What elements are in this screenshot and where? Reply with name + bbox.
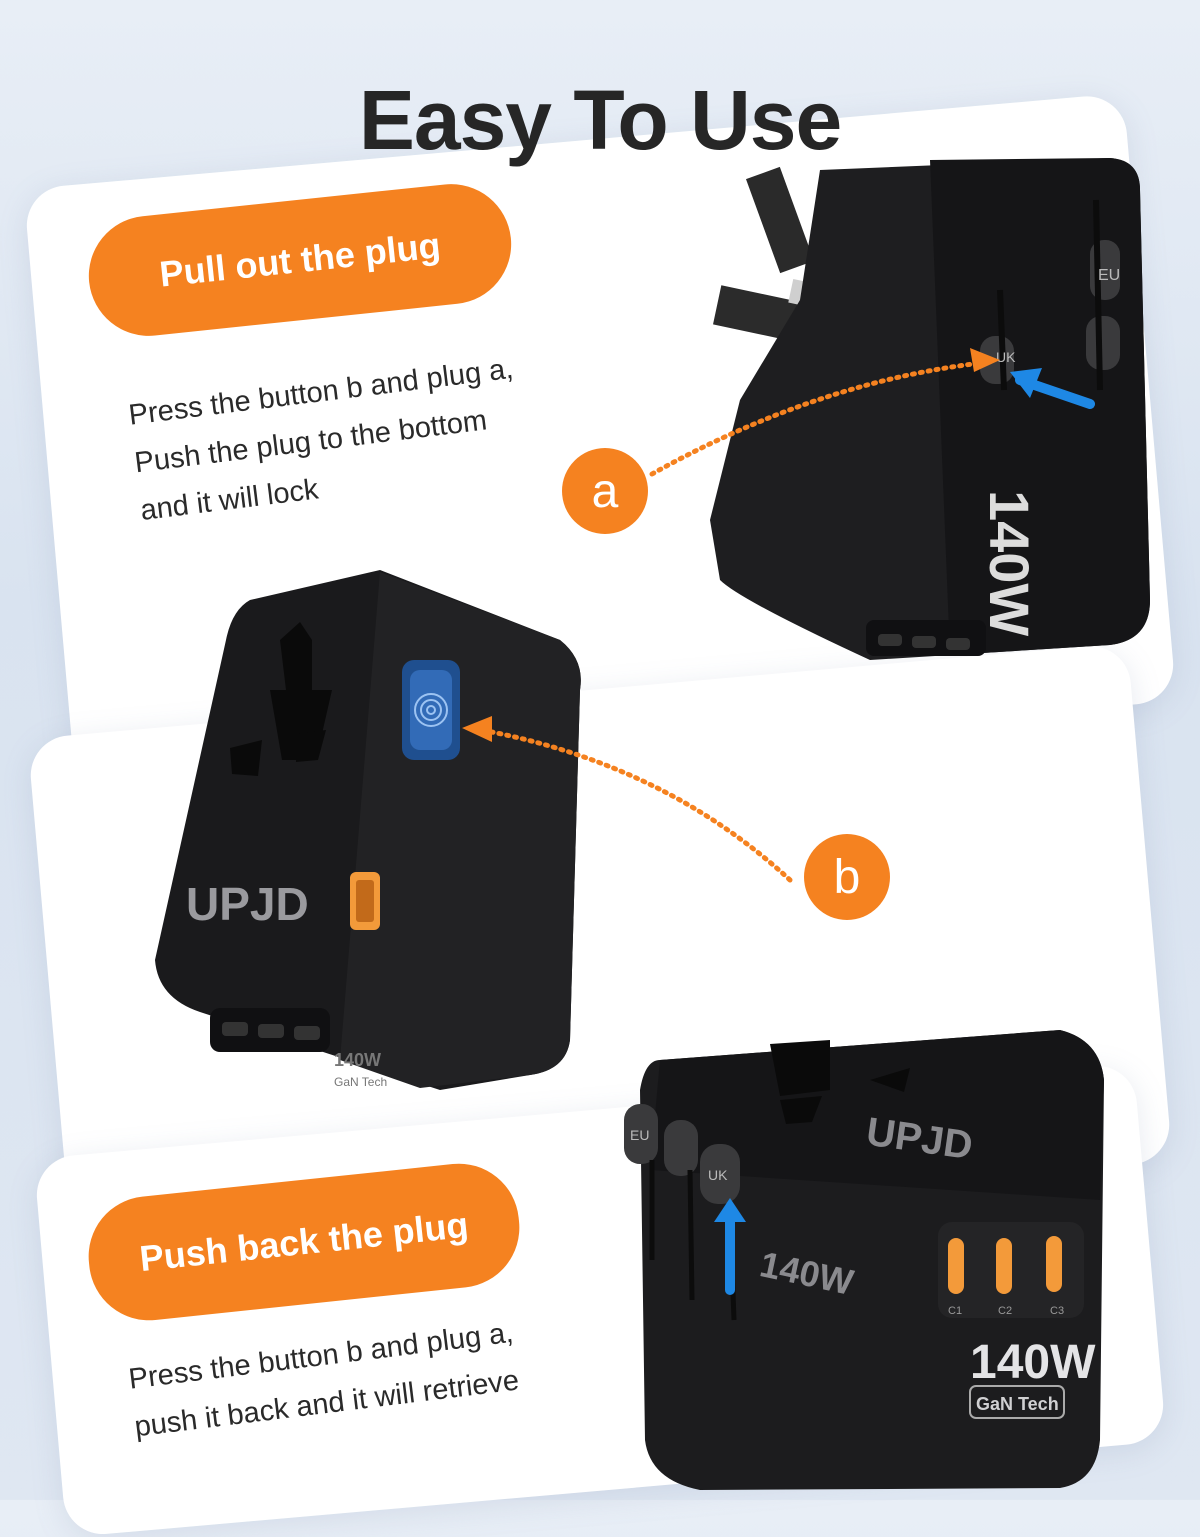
- adapter-middle: UPJD 140W GaN Tech: [155, 570, 581, 1090]
- port-c3-label: C3: [1050, 1305, 1064, 1317]
- arrow-to-button-b: [467, 725, 793, 883]
- middle-brand-logo: UPJD: [186, 878, 309, 930]
- bottom-tech: GaN Tech: [976, 1394, 1059, 1414]
- marker-a: a: [562, 448, 648, 534]
- adapter-top: EU UK 140W: [710, 158, 1150, 660]
- top-eu-label: EU: [1098, 267, 1120, 284]
- arrow-to-plug-a: [649, 359, 993, 477]
- top-uk-label: UK: [996, 349, 1016, 365]
- port-c1-label: C1: [948, 1305, 962, 1317]
- blue-arrow-top: [1010, 368, 1042, 398]
- adapter-bottom: UPJD C1 C2 C3 140W GaN Tech 140W EU UK: [624, 1030, 1104, 1490]
- top-wattage: 140W: [978, 490, 1041, 636]
- bottom-eu-label: EU: [630, 1127, 649, 1143]
- middle-wattage: 140W: [334, 1050, 381, 1070]
- port-c2-label: C2: [998, 1305, 1012, 1317]
- middle-tech: GaN Tech: [334, 1075, 387, 1089]
- blue-arrow-bottom: [714, 1198, 746, 1222]
- bottom-wattage: 140W: [970, 1336, 1096, 1389]
- page-title: Easy To Use: [358, 73, 842, 167]
- marker-b: b: [804, 834, 890, 920]
- product-illustrations: EU UK 140W UPJD 140W GaN Tech: [155, 158, 1150, 1490]
- bottom-uk-label: UK: [708, 1167, 728, 1183]
